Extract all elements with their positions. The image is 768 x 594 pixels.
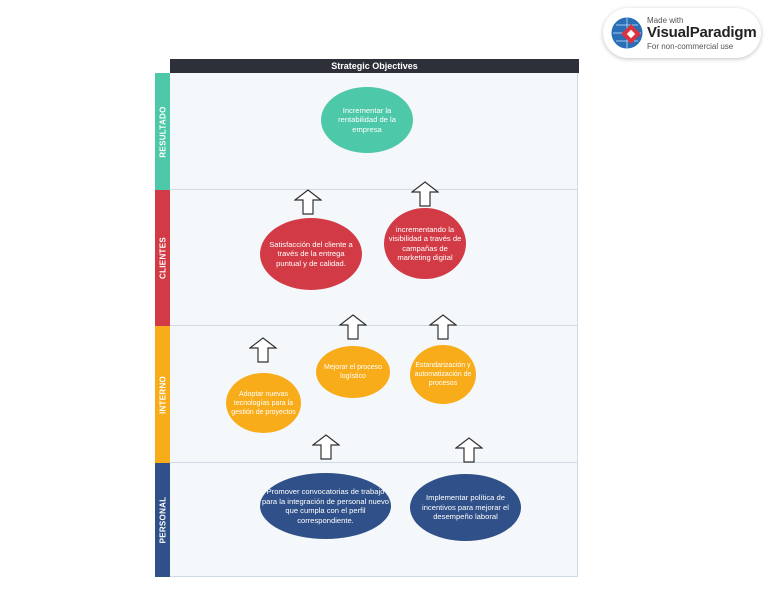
up-arrow-icon: [294, 189, 322, 215]
objective-interno-logistico[interactable]: Mejorar el proceso logístico: [316, 346, 390, 398]
diagram-title: Strategic Objectives: [170, 59, 579, 73]
objective-text: Adoptar nuevas tecnologías para la gesti…: [231, 390, 296, 416]
lane-label-clientes: CLIENTES: [155, 190, 170, 326]
objective-resultado-rentabilidad[interactable]: Incrementar la rentabilidad de la empres…: [321, 87, 413, 153]
objective-interno-estandarizacion[interactable]: Estandarización y automatización de proc…: [410, 345, 476, 404]
objective-text: Promover convocatorias de trabajo para l…: [261, 487, 390, 525]
up-arrow-icon: [429, 314, 457, 340]
objective-text: Incrementar la rentabilidad de la empres…: [338, 105, 396, 134]
watermark-usage: For non-commercial use: [647, 42, 734, 51]
objective-text: Estandarización y automatización de proc…: [414, 362, 472, 387]
objective-interno-tecnologias[interactable]: Adoptar nuevas tecnologías para la gesti…: [226, 373, 301, 433]
objective-personal-convocatorias[interactable]: Promover convocatorias de trabajo para l…: [260, 473, 391, 539]
up-arrow-icon: [312, 434, 340, 460]
up-arrow-icon: [339, 314, 367, 340]
objective-clientes-visibilidad[interactable]: incrementando la visibilidad a través de…: [384, 208, 466, 279]
lane-label-resultado: RESULTADO: [155, 73, 170, 190]
lane-label-text: INTERNO: [158, 375, 167, 414]
lane-clientes: [170, 190, 578, 326]
objective-personal-incentivos[interactable]: Implementar política de incentivos para …: [410, 474, 521, 541]
watermark-brand: VisualParadigm: [647, 24, 757, 41]
objective-text: Satisfacción del cliente a través de la …: [269, 239, 353, 268]
lane-label-interno: INTERNO: [155, 326, 170, 463]
objective-clientes-satisfaccion[interactable]: Satisfacción del cliente a través de la …: [260, 218, 362, 290]
objective-text: Implementar política de incentivos para …: [422, 493, 509, 522]
up-arrow-icon: [455, 437, 483, 463]
lane-label-personal: PERSONAL: [155, 463, 170, 577]
up-arrow-icon: [249, 337, 277, 363]
lane-label-text: RESULTADO: [158, 105, 167, 158]
lane-label-text: CLIENTES: [158, 237, 167, 279]
objective-text: incrementando la visibilidad a través de…: [388, 224, 462, 263]
visual-paradigm-watermark: Made with VisualParadigm For non-commerc…: [603, 8, 761, 58]
objective-text: Mejorar el proceso logístico: [324, 364, 382, 380]
watermark-made-with: Made with: [647, 16, 684, 25]
up-arrow-icon: [411, 181, 439, 207]
lane-label-text: PERSONAL: [158, 496, 167, 544]
visual-paradigm-logo-icon: [610, 16, 644, 50]
